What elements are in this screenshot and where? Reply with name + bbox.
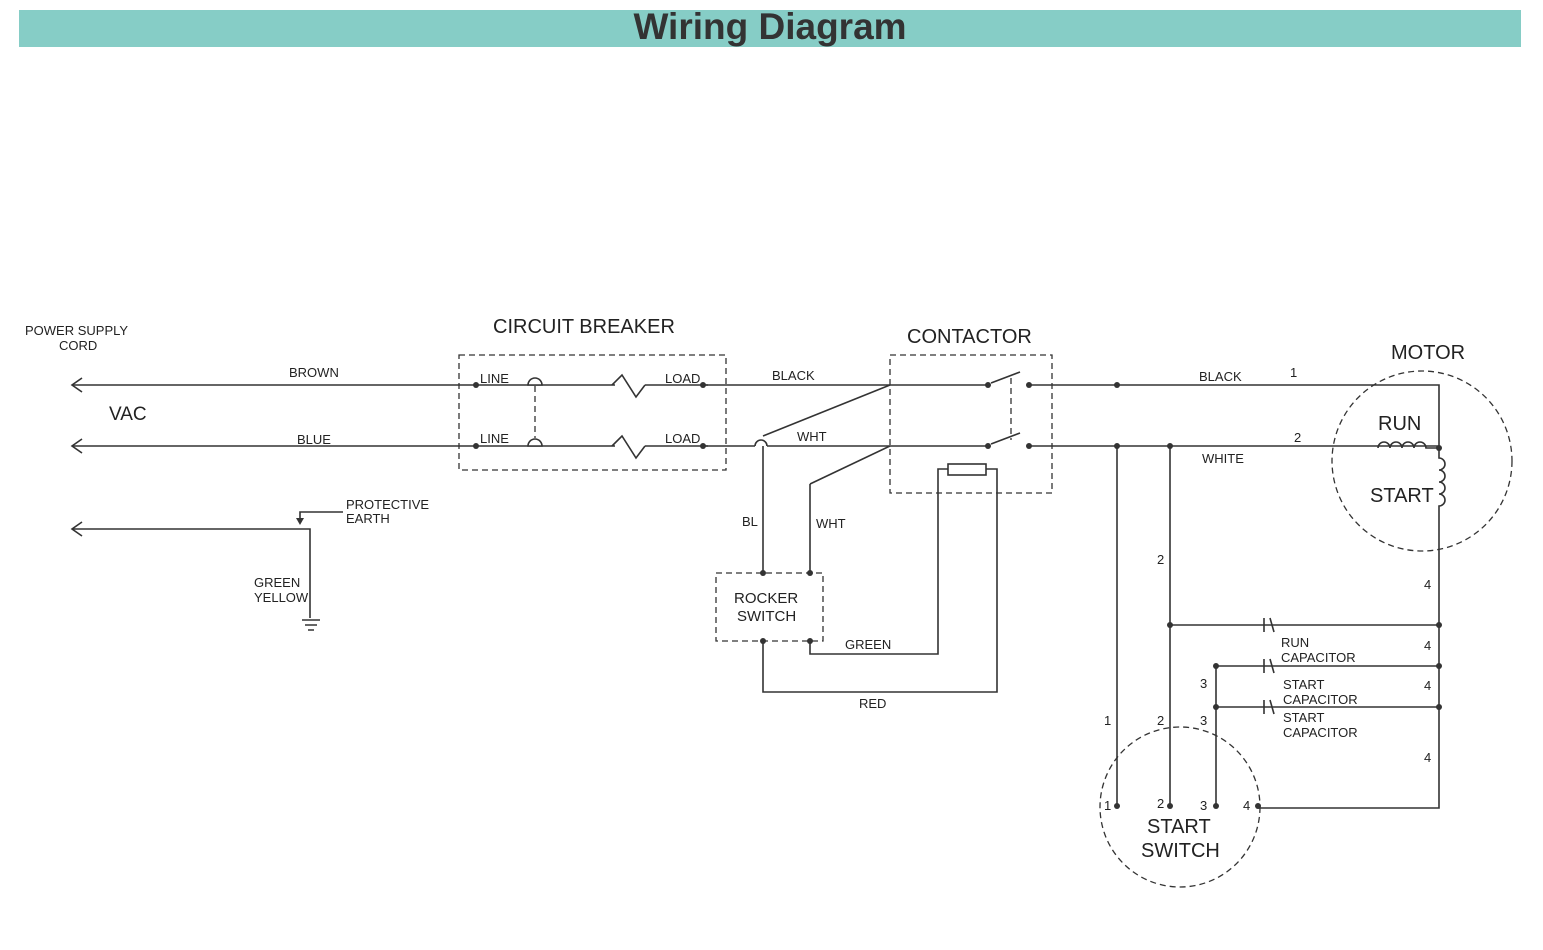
start-switch-terminal-1: 1 — [1104, 798, 1111, 813]
wht-wire-label: WHT — [797, 429, 827, 444]
start-capacitor-1-icon — [1263, 658, 1275, 674]
coil-wire-green — [809, 468, 948, 655]
page-title: Wiring Diagram — [633, 6, 907, 47]
run-winding-label: RUN — [1378, 413, 1421, 435]
breaker-hump-top-icon — [527, 377, 543, 386]
breaker-line-bottom-label: LINE — [480, 431, 509, 446]
start-switch-terminal-2: 2 — [1157, 796, 1164, 811]
contactor-switch-top-icon — [990, 371, 1021, 384]
rocker-switch-label: ROCKER — [734, 590, 798, 607]
start-switch-label: START — [1147, 816, 1211, 838]
circuit-breaker-box — [458, 354, 727, 471]
thermal-element-bottom-icon — [611, 434, 646, 460]
breaker-line-top-label: LINE — [480, 371, 509, 386]
vac-label: VAC — [109, 404, 147, 425]
wire-3-label-b: 3 — [1200, 713, 1207, 728]
wire-crossover-icon — [754, 439, 768, 447]
wire-4-label-c: 4 — [1424, 678, 1431, 693]
run-winding-icon — [1377, 441, 1439, 449]
start-capacitor-2-label: START — [1283, 710, 1324, 725]
earth-arrow-icon — [70, 521, 83, 537]
start-switch-terminal-4: 4 — [1243, 798, 1250, 813]
diagonal-wire-upper — [762, 384, 891, 437]
motor-circle — [1331, 370, 1513, 552]
breaker-load-bottom-label: LOAD — [665, 431, 700, 446]
thermal-element-top-icon — [611, 373, 646, 399]
brown-arrow-icon — [70, 377, 83, 393]
right-bus-wire — [1258, 625, 1440, 809]
diagonal-wire-lower — [809, 445, 891, 485]
motor-label: MOTOR — [1391, 342, 1465, 364]
contactor-switch-bottom-icon — [990, 432, 1021, 445]
power-supply-cord — [70, 377, 708, 631]
blue-wire-label: BLUE — [297, 432, 331, 447]
blue-arrow-icon — [70, 438, 83, 454]
rocker-switch — [715, 570, 824, 644]
start-capacitor-2-label-2: CAPACITOR — [1283, 725, 1358, 740]
breaker-hump-bottom-icon — [527, 438, 543, 447]
wire-4-label-d: 4 — [1424, 750, 1431, 765]
bl-wire-label: BL — [742, 514, 758, 529]
protective-earth-label-2: EARTH — [346, 511, 390, 526]
contactor-label: CONTACTOR — [907, 326, 1032, 348]
rocker-switch-label-2: SWITCH — [737, 608, 796, 625]
red-wire-label: RED — [859, 696, 886, 711]
green-wire-label: GREEN — [845, 637, 891, 652]
contactor — [762, 354, 1053, 693]
contactor-coil-icon — [947, 463, 987, 476]
terminal-2-label: 2 — [1294, 430, 1301, 445]
protective-earth-pointer — [299, 511, 343, 520]
breaker-load-top-label: LOAD — [665, 371, 700, 386]
run-capacitor-icon — [1263, 617, 1275, 633]
wire-4-label-a: 4 — [1424, 577, 1431, 592]
earth-wire — [72, 528, 311, 618]
start-capacitor-1-label: START — [1283, 677, 1324, 692]
run-capacitor-label: RUN — [1281, 635, 1309, 650]
brown-wire-label: BROWN — [289, 365, 339, 380]
start-capacitor-1-label-2: CAPACITOR — [1283, 692, 1358, 707]
start-winding-icon — [1438, 448, 1446, 625]
coil-wire-red — [762, 468, 998, 693]
protective-earth-label: PROTECTIVE — [346, 497, 429, 512]
run-capacitor-label-2: CAPACITOR — [1281, 650, 1356, 665]
start-capacitor-2-icon — [1263, 699, 1275, 715]
contactor-box — [889, 354, 1053, 494]
start-switch-terminal-3: 3 — [1200, 798, 1207, 813]
black-wire-to-motor — [1029, 384, 1440, 448]
start-switch-circle — [1099, 726, 1261, 888]
circuit-breaker-label: CIRCUIT BREAKER — [493, 316, 675, 338]
wire-4-label-b: 4 — [1424, 638, 1431, 653]
wire-2-label: 2 — [1157, 552, 1164, 567]
circuit-breaker — [458, 354, 727, 471]
wire-2-label-b: 2 — [1157, 713, 1164, 728]
white-motor-wire-label: WHITE — [1202, 451, 1244, 466]
green-yellow-label-2: YELLOW — [254, 590, 309, 605]
start-switch-label-2: SWITCH — [1141, 840, 1220, 862]
black-wire-label: BLACK — [772, 368, 815, 383]
black-motor-wire-label: BLACK — [1199, 369, 1242, 384]
power-supply-label: POWER SUPPLY — [25, 323, 128, 338]
title-bar: Wiring Diagram — [19, 6, 1521, 47]
ground-symbol-icon — [302, 619, 320, 631]
protective-earth-arrow-icon — [296, 518, 304, 525]
rocker-switch-box — [715, 572, 824, 642]
wht-rocker-wire-label: WHT — [816, 516, 846, 531]
motor — [1331, 370, 1513, 625]
start-switch — [1099, 726, 1261, 888]
power-supply-cord-label: CORD — [59, 338, 97, 353]
start-winding-label: START — [1370, 485, 1434, 507]
wire-3-label-a: 3 — [1200, 676, 1207, 691]
terminal-1-label: 1 — [1290, 365, 1297, 380]
green-yellow-label: GREEN — [254, 575, 300, 590]
wire-1-label: 1 — [1104, 713, 1111, 728]
